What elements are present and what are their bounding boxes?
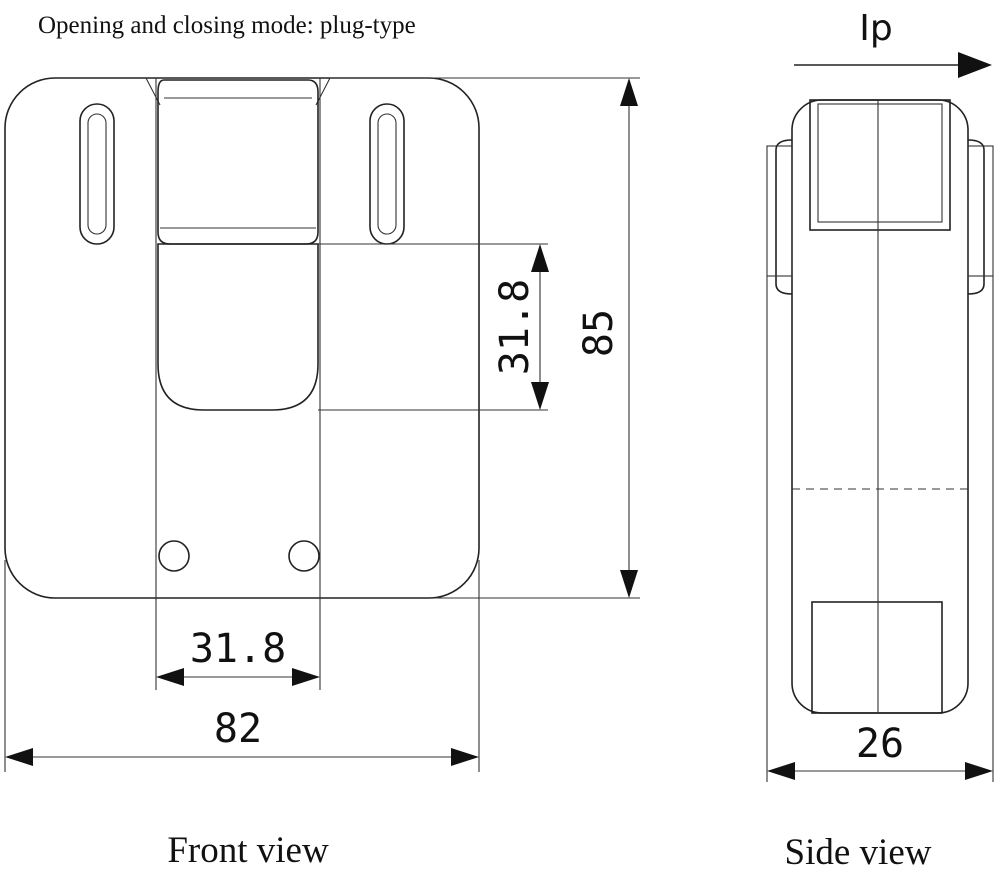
arrow-window-width-right bbox=[292, 668, 320, 686]
arrow-window-height-top bbox=[531, 244, 549, 272]
arrow-window-height-bottom bbox=[531, 382, 549, 410]
front-window-opening bbox=[157, 243, 319, 411]
side-view: Ip 26 Side view bbox=[766, 8, 994, 869]
dim-label-body-width: 82 bbox=[214, 706, 262, 752]
side-flange-left-outer bbox=[775, 139, 793, 295]
dim-label-window-height: 31.8 bbox=[492, 279, 538, 375]
bottom-hole-left bbox=[158, 540, 190, 572]
side-bottom-block bbox=[811, 601, 943, 714]
mounting-slot-left bbox=[79, 103, 115, 245]
arrow-window-width-left bbox=[156, 668, 184, 686]
side-flange-left bbox=[766, 145, 793, 277]
arrow-side-depth-left bbox=[767, 762, 795, 780]
side-flange-right bbox=[967, 145, 994, 277]
side-view-caption: Side view bbox=[785, 832, 932, 869]
current-arrow-head bbox=[958, 52, 992, 78]
arrow-body-height-top bbox=[620, 78, 638, 106]
side-top-block-inner bbox=[817, 103, 943, 223]
arrow-body-width-left bbox=[5, 748, 33, 766]
side-top-block bbox=[809, 99, 951, 231]
diagram-title: Opening and closing mode: plug-type bbox=[38, 12, 416, 39]
dim-label-body-height: 85 bbox=[576, 309, 622, 357]
side-flange-right-outer bbox=[967, 139, 985, 295]
arrow-side-depth-right bbox=[965, 762, 993, 780]
mounting-slot-left-inner bbox=[87, 113, 107, 235]
plug-top-block bbox=[157, 79, 319, 245]
front-view: 31.8 85 31.8 82 Front view bbox=[4, 77, 640, 869]
bottom-hole-right bbox=[288, 540, 320, 572]
mounting-slot-right bbox=[369, 103, 405, 245]
arrow-body-width-right bbox=[451, 748, 479, 766]
dim-label-window-width: 31.8 bbox=[190, 626, 286, 672]
arrow-body-height-bottom bbox=[620, 570, 638, 598]
front-view-caption: Front view bbox=[167, 830, 329, 869]
front-body-outline bbox=[4, 77, 480, 599]
dim-label-side-depth: 26 bbox=[856, 721, 904, 767]
current-label: Ip bbox=[859, 8, 892, 49]
mounting-slot-right-inner bbox=[377, 113, 397, 235]
